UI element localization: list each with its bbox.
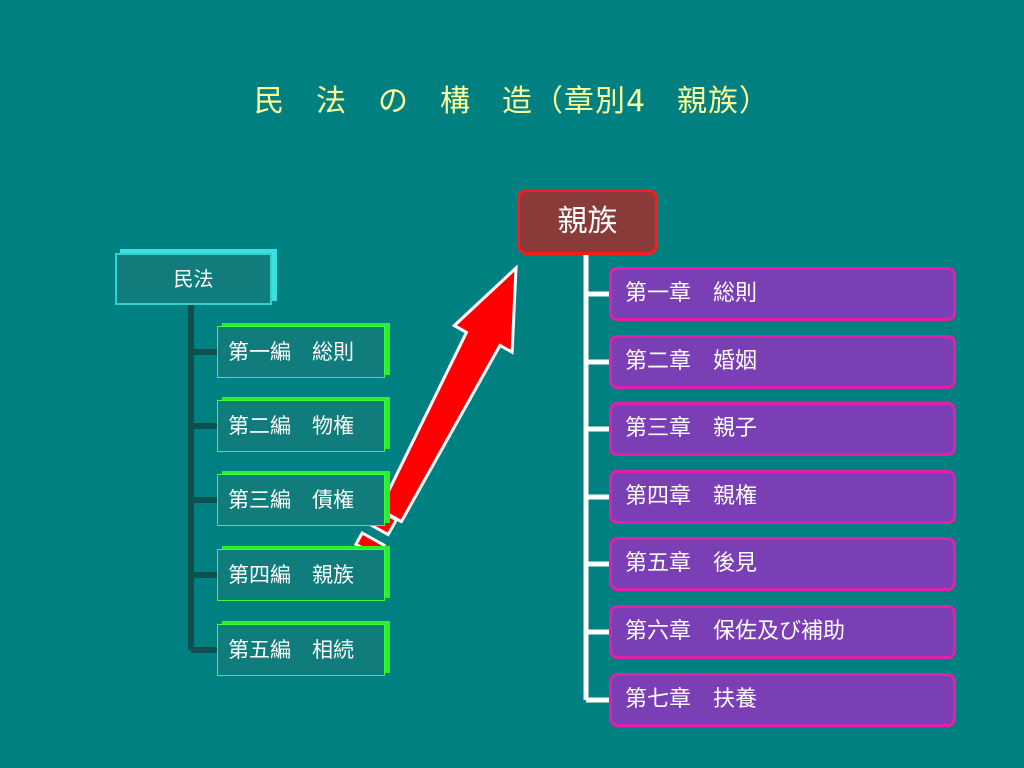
left-tree-connectors [188, 301, 217, 653]
arrow-body [377, 264, 518, 524]
chapter-node-7: 第七章 扶養 [609, 673, 956, 727]
chapter-node-2: 第二章 婚姻 [609, 335, 956, 389]
book-node-3: 第三編 債権 [217, 474, 385, 526]
book-node-2: 第二編 物権 [217, 400, 385, 452]
chapter-node-3: 第三章 親子 [609, 402, 956, 456]
root-node-civil-code: 民法 [115, 253, 272, 305]
chapter-node-5: 第五章 後見 [609, 537, 956, 591]
book-node-5: 第五編 相続 [217, 624, 385, 676]
chapter-node-4: 第四章 親権 [609, 470, 956, 524]
book-node-4: 第四編 親族 [217, 549, 385, 601]
chapter-node-6: 第六章 保佐及び補助 [609, 605, 956, 659]
chapter-node-1: 第一章 総則 [609, 267, 956, 321]
page-title: 民 法 の 構 造（章別4 親族） [253, 84, 771, 119]
right-tree-connectors [583, 252, 609, 703]
family-node: 親族 [517, 189, 658, 255]
book-node-1: 第一編 総則 [217, 326, 385, 378]
